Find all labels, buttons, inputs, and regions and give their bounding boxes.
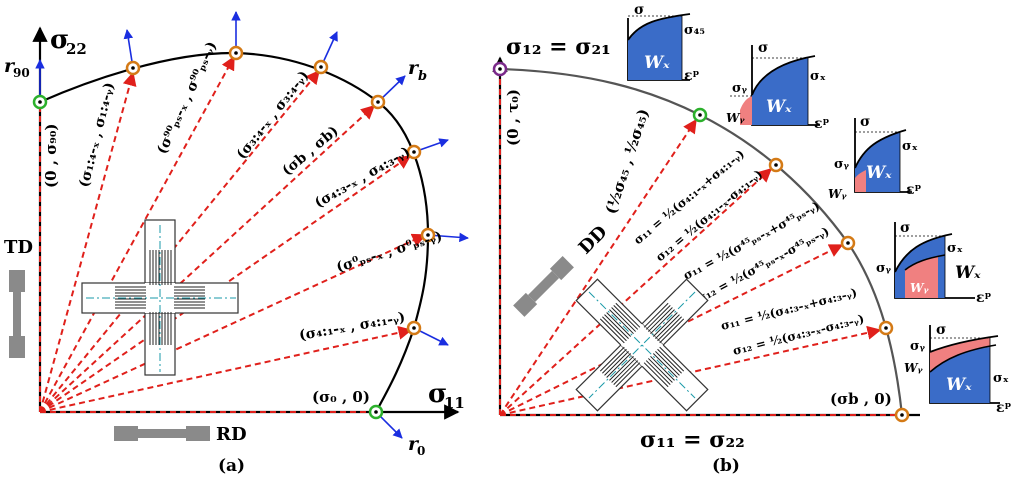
inset1-sigma: σ (634, 2, 644, 18)
label-DD: DD (575, 222, 612, 259)
axis-a-y-sub: 22 (66, 40, 87, 58)
inset-1: σ σ₄₅ Wₓ εᵖ (627, 2, 705, 84)
inset5-sigmax: σₓ (993, 371, 1009, 386)
inset-2: σ σᵧ σₓ Wᵧ Wₓ εᵖ (726, 40, 830, 132)
inset2-wx: Wₓ (766, 97, 792, 117)
pt-label-45: (½σ₄₅ , ½σ₄₅) (602, 106, 653, 216)
pt-label-0-tau0: (0 , τ₀) (504, 89, 522, 146)
label-TD: TD (4, 237, 33, 258)
dd-specimen-icon (513, 256, 574, 317)
inset3-sigmax: σₓ (902, 139, 918, 154)
inset4-wy: Wᵧ (910, 281, 929, 295)
inset5-sigmay: σᵧ (910, 339, 926, 354)
pt-label-sigmab: (σb , 0) (830, 390, 892, 408)
axis-b-y-label: σ₁₂ = σ₂₁ (506, 34, 611, 60)
pt-label-14: (σ₁:₄-ₓ , σ₁:₄-ᵧ) (76, 81, 118, 189)
inset3-eps: εᵖ (906, 182, 922, 198)
inset3-sigma: σ (860, 114, 870, 130)
inset5-eps: εᵖ (996, 400, 1012, 416)
td-specimen-icon (9, 270, 25, 358)
inset4-sigma: σ (900, 220, 910, 236)
label-rb-sub: b (418, 69, 427, 84)
panel-a: σ 11 σ 22 (4, 11, 469, 476)
label-r90-sub: 90 (13, 66, 30, 80)
cruciform-specimen-a (81, 219, 239, 376)
axis-a-x-sub: 11 (444, 394, 465, 412)
inset4-sigmay: σᵧ (876, 261, 892, 276)
label-RD: RD (216, 424, 247, 445)
inset2-eps: εᵖ (814, 116, 830, 132)
caption-b: (b) (712, 456, 740, 476)
inset1-sigma45: σ₄₅ (684, 23, 705, 38)
pt-label-b: (σb , σb) (279, 123, 341, 179)
inset-5: σ σᵧ σₓ Wᵧ Wₓ εᵖ (904, 322, 1012, 416)
inset4-sigmax: σₓ (947, 241, 963, 256)
caption-a: (a) (218, 456, 245, 476)
inset2-wy: Wᵧ (726, 111, 745, 125)
inset1-wx: Wₓ (644, 53, 670, 73)
label-r90: r (4, 55, 16, 77)
markers-a (32, 45, 436, 420)
pt-label-sigma0: (σ₀ , 0) (312, 388, 370, 406)
pt-label-41: (σ₄:₁-ₓ , σ₄:₁-ᵧ) (298, 310, 407, 344)
cruciform-specimen-b (575, 278, 709, 412)
panel-b: σ₁₁ = σ₂₂ σ₁₂ = σ₂₁ (0 , τ₀) (½σ₄₅ , (492, 34, 920, 476)
inset2-sigmay: σᵧ (732, 81, 748, 96)
markers-b (492, 61, 910, 423)
axis-a-y-label: σ (50, 25, 69, 55)
inset2-sigma: σ (758, 40, 768, 56)
inset-4: σ σᵧ σₓ Wᵧ Wₓ εᵖ (876, 220, 992, 306)
pt-label-43: (σ₄:₃-ₓ , σ₄:₃-ᵧ) (312, 144, 413, 212)
inset2-sigmax: σₓ (810, 69, 826, 84)
inset4-eps: εᵖ (976, 290, 992, 306)
inset3-wx: Wₓ (866, 163, 892, 183)
pt-label-0-sigma90: (0 , σ₉₀) (42, 124, 60, 189)
normals-a (35, 11, 469, 439)
label-r0: r (408, 433, 420, 455)
inset3-sigmay: σᵧ (834, 157, 850, 172)
inset-3: σ σᵧ σₓ Wᵧ Wₓ εᵖ (828, 114, 922, 201)
inset3-wy: Wᵧ (828, 187, 847, 201)
inset5-sigma: σ (936, 322, 946, 338)
label-r0-sub: 0 (417, 444, 425, 458)
inset5-wy: Wᵧ (904, 361, 923, 375)
axis-a-x-label: σ (428, 379, 447, 409)
inset4-wx: Wₓ (955, 263, 981, 283)
axis-b-x-label: σ₁₁ = σ₂₂ (640, 427, 745, 453)
inset5-wx: Wₓ (946, 375, 972, 395)
label-rb: r (408, 57, 420, 79)
inset1-eps: εᵖ (684, 68, 700, 84)
rd-specimen-icon (114, 426, 210, 441)
